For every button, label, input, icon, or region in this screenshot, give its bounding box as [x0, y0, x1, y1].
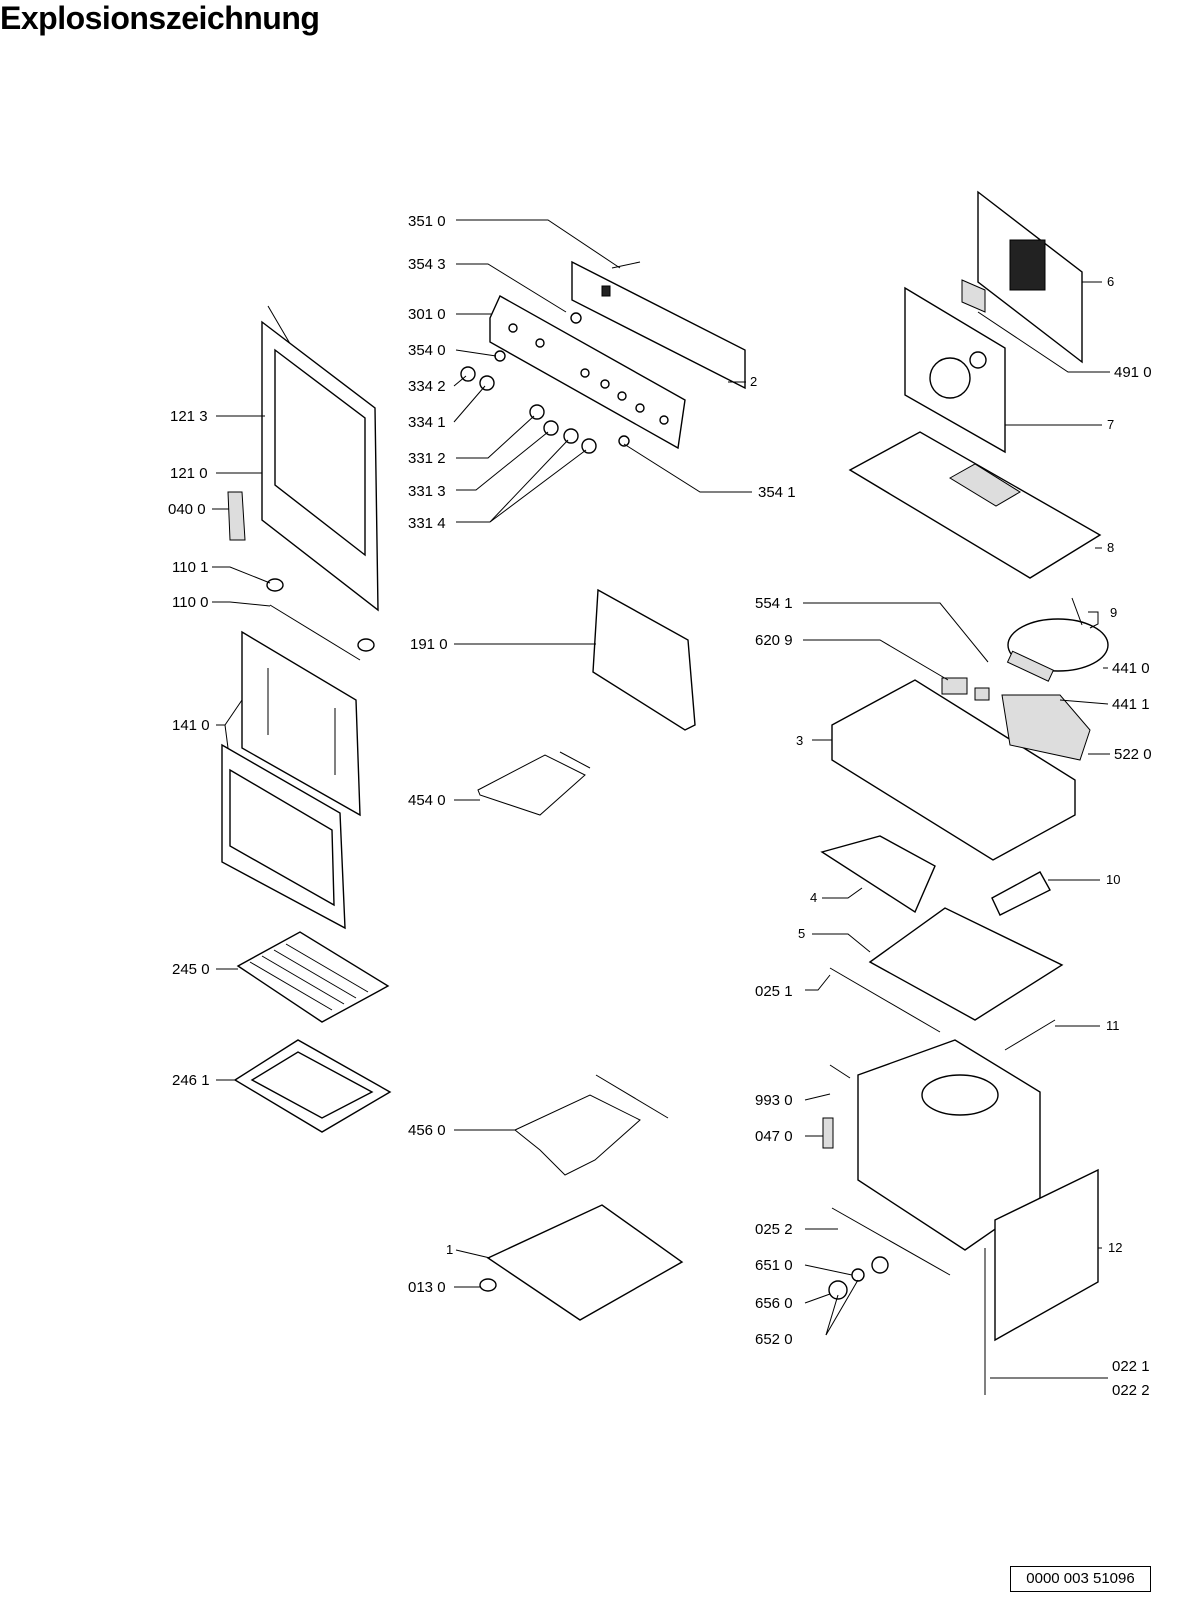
label-3: 3	[796, 733, 803, 748]
part-labels: 351 0 354 3 301 0 354 0 334 2 334 1 331 …	[168, 213, 1152, 1399]
label-454-0: 454 0	[408, 792, 446, 809]
label-652-0: 652 0	[755, 1331, 793, 1348]
label-246-1: 246 1	[172, 1072, 210, 1089]
label-334-2: 334 2	[408, 378, 446, 395]
label-245-0: 245 0	[172, 961, 210, 978]
label-4: 4	[810, 890, 817, 905]
label-456-0: 456 0	[408, 1122, 446, 1139]
gasket-heaters-racks	[233, 588, 696, 1321]
leader-lines	[212, 219, 1110, 1379]
label-334-1: 334 1	[408, 414, 446, 431]
label-11: 11	[1106, 1018, 1120, 1033]
label-441-1: 441 1	[1112, 696, 1150, 713]
label-331-4: 331 4	[408, 515, 446, 532]
label-022-2: 022 2	[1112, 1382, 1150, 1399]
door-group	[221, 305, 379, 930]
label-121-0: 121 0	[170, 465, 208, 482]
label-351-0: 351 0	[408, 213, 446, 230]
label-6: 6	[1107, 274, 1114, 289]
label-2: 2	[750, 374, 757, 389]
label-331-2: 331 2	[408, 450, 446, 467]
label-651-0: 651 0	[755, 1257, 793, 1274]
oven-body-group	[820, 190, 1109, 1395]
label-9: 9	[1110, 605, 1117, 620]
label-354-3: 354 3	[408, 256, 446, 273]
label-10: 10	[1106, 872, 1120, 887]
label-331-3: 331 3	[408, 483, 446, 500]
label-013-0: 013 0	[408, 1279, 446, 1296]
label-141-0: 141 0	[172, 717, 210, 734]
label-656-0: 656 0	[755, 1295, 793, 1312]
label-025-2: 025 2	[755, 1221, 793, 1238]
label-554-1: 554 1	[755, 595, 793, 612]
label-022-1: 022 1	[1112, 1358, 1150, 1375]
control-panel-group	[460, 260, 746, 454]
page-title: Explosionszeichnung	[0, 0, 320, 36]
label-993-0: 993 0	[755, 1092, 793, 1109]
label-522-0: 522 0	[1114, 746, 1152, 763]
label-047-0: 047 0	[755, 1128, 793, 1145]
label-491-0: 491 0	[1114, 364, 1152, 381]
label-025-1: 025 1	[755, 983, 793, 1000]
label-110-0: 110 0	[172, 594, 208, 611]
label-354-1: 354 1	[758, 484, 796, 501]
label-12: 12	[1108, 1240, 1122, 1255]
label-354-0: 354 0	[408, 342, 446, 359]
label-191-0: 191 0	[410, 636, 448, 653]
document-code-box: 0000 003 51096	[1010, 1566, 1151, 1592]
label-8: 8	[1107, 540, 1114, 555]
label-620-9: 620 9	[755, 632, 793, 649]
label-1: 1	[446, 1242, 453, 1257]
label-121-3: 121 3	[170, 408, 208, 425]
label-7: 7	[1107, 417, 1114, 432]
label-040-0: 040 0	[168, 501, 206, 518]
label-301-0: 301 0	[408, 306, 446, 323]
label-5: 5	[798, 926, 805, 941]
label-441-0: 441 0	[1112, 660, 1150, 677]
label-110-1: 110 1	[172, 559, 208, 576]
